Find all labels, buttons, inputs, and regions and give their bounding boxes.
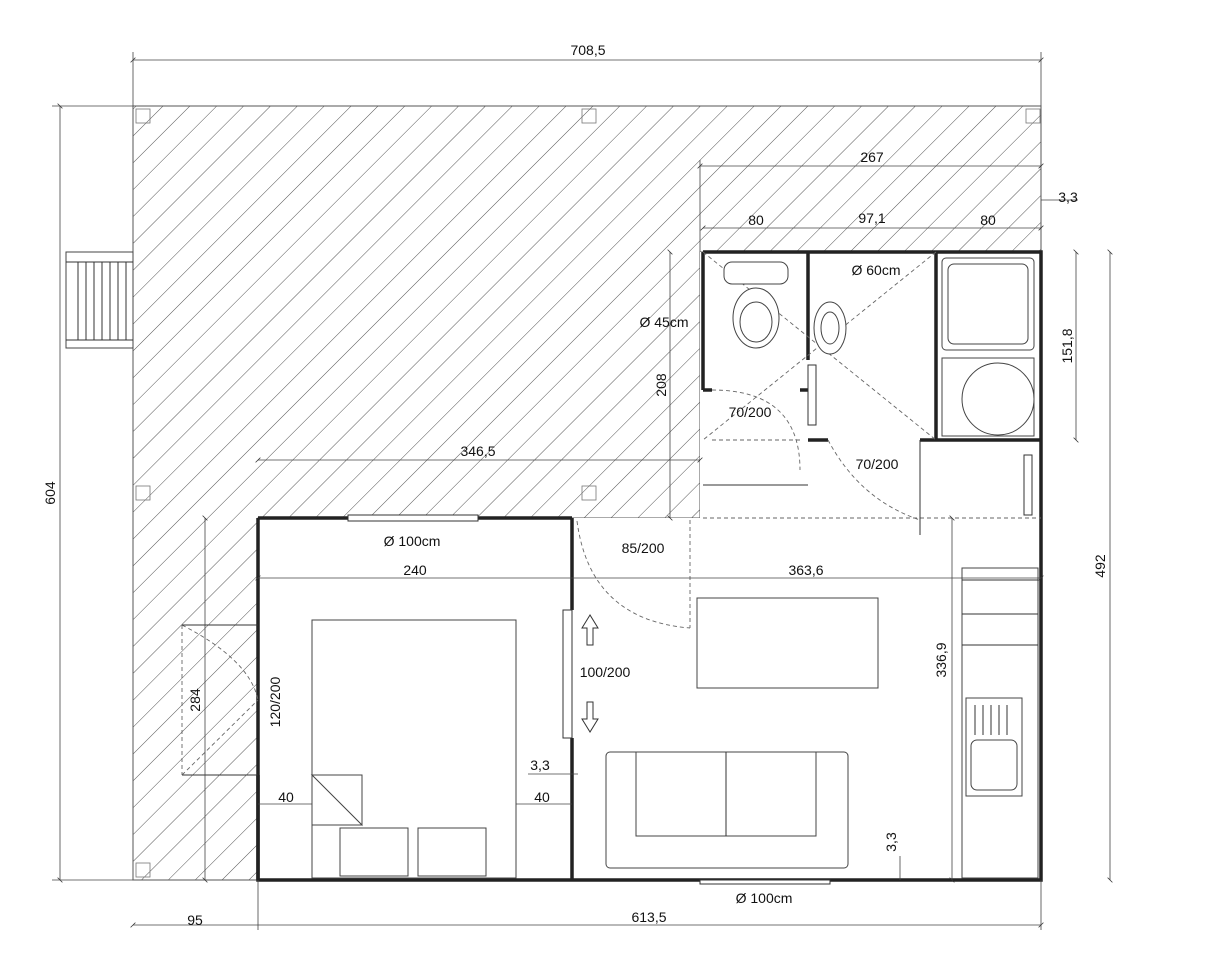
overall-width-label: 708,5 <box>570 42 605 58</box>
right-height-label: 492 <box>1092 554 1108 578</box>
bathroom-block-width-label: 267 <box>860 149 884 165</box>
bedroom-width-label: 240 <box>403 562 427 578</box>
door-entry-label: 85/200 <box>622 540 665 556</box>
bedroom-height-label: 284 <box>187 688 203 712</box>
dimension-labels: 708,5 604 267 80 97,1 80 3,3 151,8 208 3… <box>42 42 1108 928</box>
bed-clearance-left-label: 40 <box>278 789 294 805</box>
door-sliding-label: 100/200 <box>580 664 631 680</box>
wall-thickness-label-b: 3,3 <box>883 832 899 852</box>
living-width-label: 363,6 <box>788 562 823 578</box>
post-markers <box>135 108 1041 878</box>
house-bottom-width-label: 613,5 <box>631 909 666 925</box>
element-labels: Ø 100cm Ø 100cm Ø 45cm Ø 60cm 70/200 70/… <box>267 262 901 906</box>
door-wc-label: 70/200 <box>729 404 772 420</box>
washroom-width-label: 97,1 <box>858 210 885 226</box>
living-furniture <box>605 597 879 869</box>
wall-thickness-label-a: 3,3 <box>530 757 550 773</box>
wc-width-label: 80 <box>748 212 764 228</box>
bath-fixtures <box>702 251 1035 441</box>
terrace-left-width-label: 346,5 <box>460 443 495 459</box>
living-height-label: 336,9 <box>933 642 949 677</box>
kitchen-counter <box>961 567 1039 879</box>
window-wash-label: Ø 60cm <box>851 262 900 278</box>
bed-clearance-right-label: 40 <box>534 789 550 805</box>
windows <box>347 364 1033 885</box>
left-steps <box>65 251 134 349</box>
door-terrace-label: 120/200 <box>267 676 283 727</box>
terrace-bottom-width-label: 95 <box>187 912 203 928</box>
bath-zone-height-label: 208 <box>653 373 669 397</box>
overall-height-label: 604 <box>42 481 58 505</box>
bathroom-height-label: 151,8 <box>1059 328 1075 363</box>
dimension-lines <box>52 52 1113 930</box>
shower-width-label: 80 <box>980 212 996 228</box>
window-bedroom-label: Ø 100cm <box>384 533 441 549</box>
window-wc-label: Ø 45cm <box>639 314 688 330</box>
top-offset-label: 3,3 <box>1058 189 1078 205</box>
door-bath-label: 70/200 <box>856 456 899 472</box>
bedroom-furniture <box>310 619 517 879</box>
door-swings <box>181 389 1041 776</box>
sliding-door <box>562 609 599 739</box>
window-living-label: Ø 100cm <box>736 890 793 906</box>
